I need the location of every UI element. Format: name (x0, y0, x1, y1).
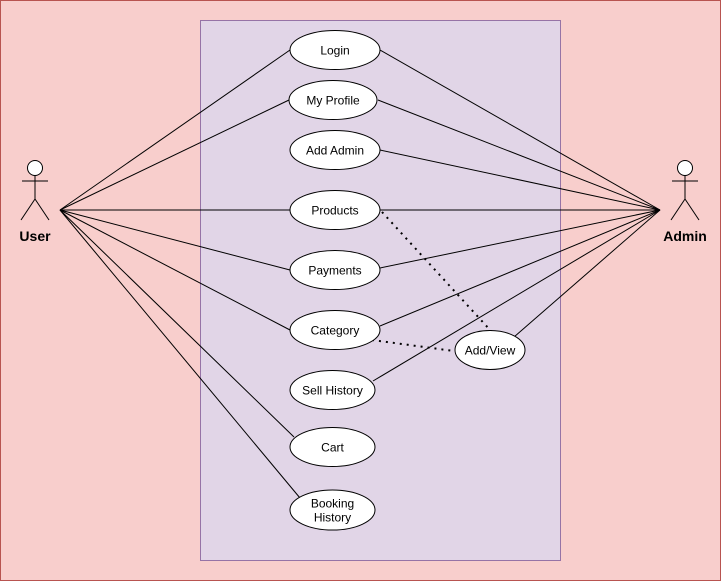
use-case-booking-history-label-line2: History (314, 511, 351, 525)
admin-my-profile-association (377, 99, 661, 211)
admin-actor (670, 160, 700, 221)
use-case-add-view: Add/View (454, 330, 526, 370)
use-case-products: Products (289, 190, 381, 230)
admin-actor-head (677, 160, 693, 176)
admin-payments-association (379, 209, 661, 269)
admin-actor-label: Admin (663, 228, 707, 244)
use-case-booking-history-label-line1: Booking (311, 497, 354, 511)
user-associations (59, 49, 301, 499)
use-case-login: Login (289, 30, 381, 70)
use-case-category: Category (289, 310, 381, 350)
use-case-cart: Cart (289, 427, 376, 467)
user-actor-label: User (19, 228, 51, 244)
user-actor-head (27, 160, 43, 176)
use-case-category-label: Category (311, 324, 360, 338)
admin-category-association (379, 209, 661, 327)
user-payments-association (59, 209, 291, 271)
use-case-add-admin: Add Admin (289, 130, 381, 170)
use-case-payments: Payments (289, 250, 381, 290)
use-case-my-profile-label: My Profile (306, 94, 360, 108)
use-case-add-admin-label: Add Admin (306, 144, 364, 158)
admin-sell-history-association (372, 209, 661, 382)
user-actor (20, 160, 50, 221)
use-case-sell-history: Sell History (289, 370, 376, 410)
user-cart-association (59, 209, 295, 438)
system-boundary (200, 20, 561, 561)
use-case-cart-label: Cart (321, 441, 344, 455)
dependencies (371, 211, 492, 352)
admin-login-association (379, 49, 661, 211)
use-case-login-label: Login (320, 44, 349, 58)
products-add-view-dependency (381, 211, 492, 332)
admin-associations (372, 49, 661, 382)
use-case-products-label: Products (311, 204, 358, 218)
user-my-profile-association (59, 99, 290, 211)
use-case-payments-label: Payments (308, 264, 361, 278)
admin-add-admin-association (379, 149, 661, 211)
user-category-association (59, 209, 291, 331)
use-case-sell-history-label: Sell History (302, 384, 363, 398)
user-booking-history-association (59, 209, 301, 499)
admin-add-view-association (513, 209, 661, 338)
user-login-association (59, 49, 291, 211)
use-case-booking-history: Booking History (289, 489, 376, 531)
use-case-add-view-label: Add/View (465, 344, 516, 358)
use-case-my-profile: My Profile (288, 80, 378, 120)
